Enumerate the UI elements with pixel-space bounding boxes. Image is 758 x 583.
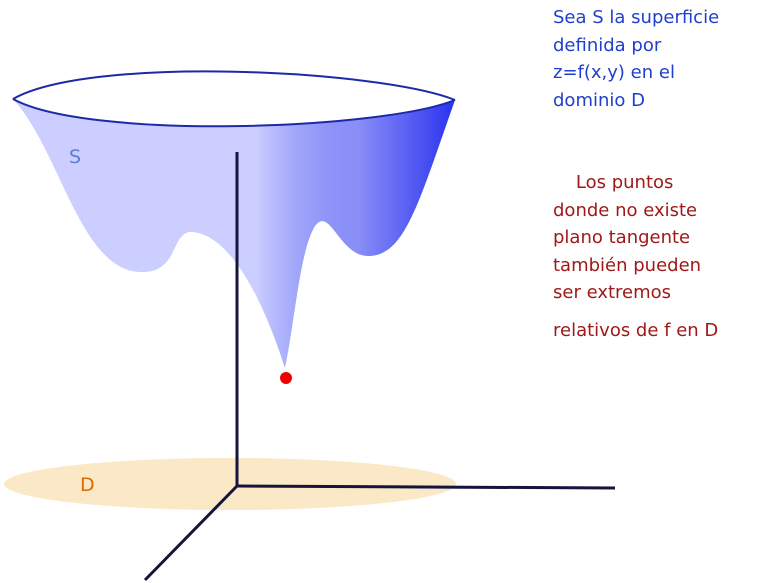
note-line: relativos de f en D (553, 319, 719, 341)
non-differentiable-point (280, 372, 292, 384)
note-line: donde no existe (553, 199, 698, 221)
domain-region (4, 458, 456, 510)
surface-rim-front (12, 98, 456, 128)
description-line: definida por (553, 34, 662, 56)
domain-label: D (80, 474, 95, 496)
note-line: Los puntos (553, 172, 674, 193)
note-line: también pueden (553, 254, 702, 276)
surface-s (13, 99, 455, 368)
surface-description: Sea S la superficie definida por z=f(x,y… (553, 4, 719, 114)
description-line: Sea S la superficie (553, 7, 720, 28)
note-line: plano tangente (553, 227, 691, 248)
y-axis (143, 484, 239, 582)
surface-label: S (69, 146, 81, 168)
extrema-note: Los puntos donde no existe plano tangent… (553, 169, 718, 344)
description-line: z=f(x,y) en el (553, 62, 675, 83)
note-line: ser extremos (553, 282, 672, 303)
description-line: dominio D (553, 89, 645, 111)
surface-rim-back (12, 70, 456, 101)
x-axis (236, 484, 616, 490)
